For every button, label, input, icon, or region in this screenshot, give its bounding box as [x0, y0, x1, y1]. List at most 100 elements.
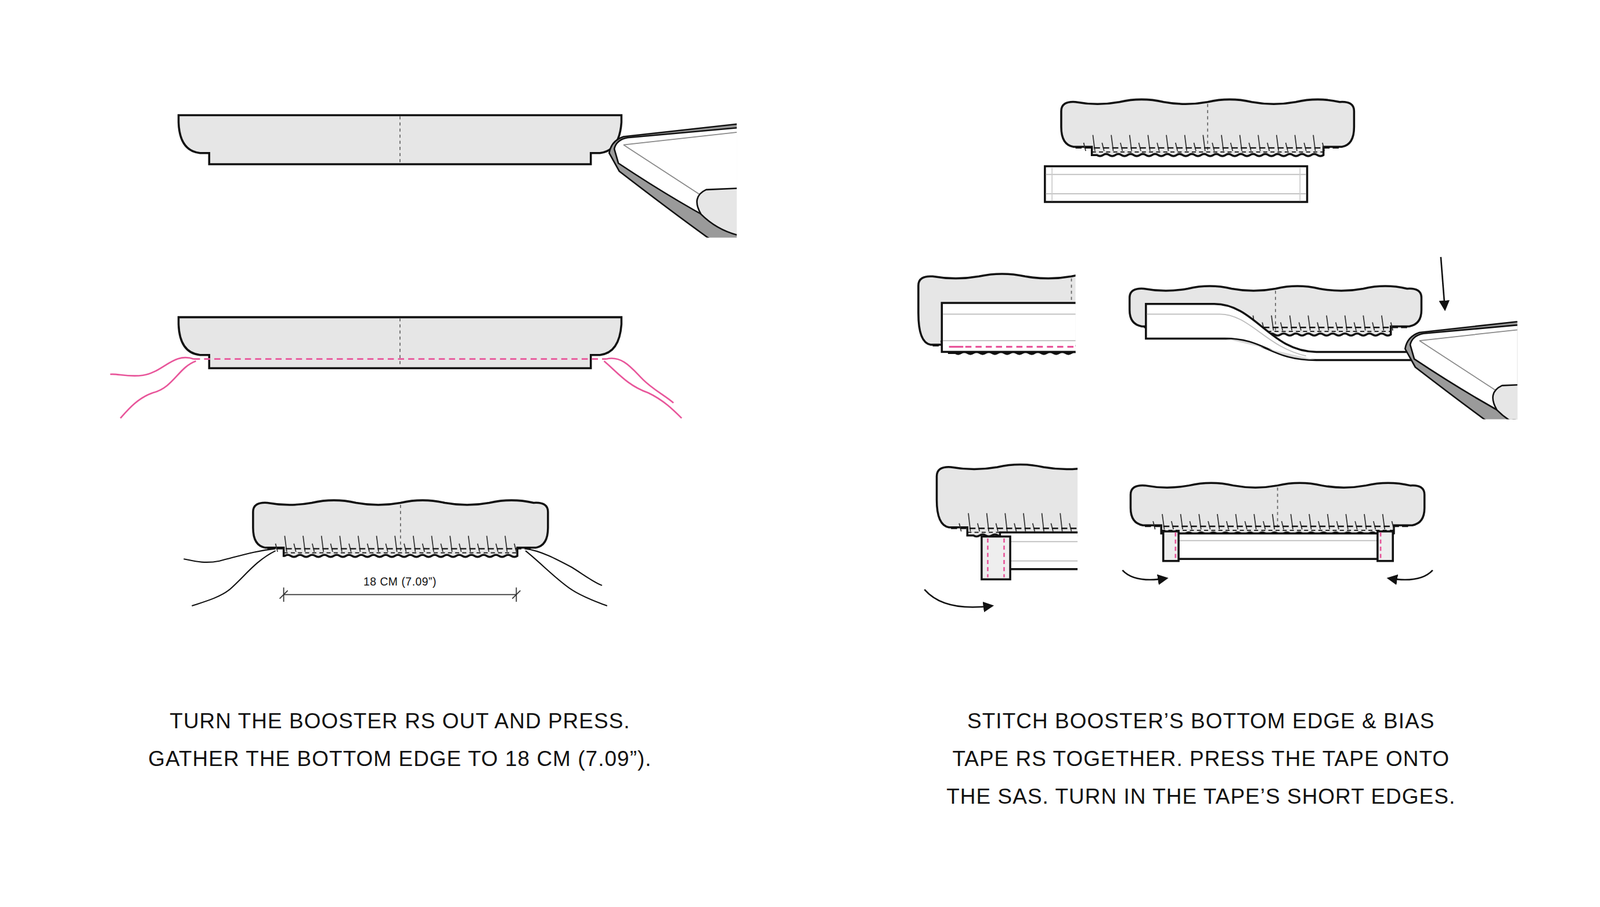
bias-tape — [1163, 531, 1393, 562]
gather-fold — [1217, 514, 1220, 530]
bias-tape — [1146, 304, 1414, 361]
gather-fold — [1318, 521, 1321, 530]
gather-fold — [1152, 521, 1156, 530]
gather-fold — [1309, 514, 1312, 530]
gather-fold — [1244, 521, 1248, 530]
gather-fold — [477, 543, 481, 553]
gather-fold — [1364, 514, 1367, 530]
gather-fold — [1299, 521, 1303, 530]
center-line — [1206, 103, 1209, 151]
gather-fold — [495, 543, 499, 553]
instruction-caption: TURN THE BOOSTER RS OUT AND PRESS. GATHE… — [73, 701, 727, 778]
gather-fold — [1391, 322, 1394, 331]
gather-fold — [1290, 514, 1293, 530]
gather-fold — [312, 543, 315, 553]
dimension-label: 18 CM (7.09”) — [361, 575, 439, 589]
gather-fold — [1069, 523, 1072, 532]
gather-fold — [1198, 514, 1202, 530]
gather-fold — [1298, 322, 1302, 331]
gather-fold — [1263, 521, 1266, 530]
center-line — [400, 505, 402, 553]
gather-fold — [1337, 521, 1340, 530]
gather-fold — [1208, 521, 1211, 530]
gathered-fabric — [937, 465, 1079, 538]
gather-fold — [1285, 142, 1289, 151]
gather-fold — [1373, 521, 1376, 530]
gathered-booster — [253, 500, 549, 558]
iron — [608, 122, 737, 239]
stitch-line — [1144, 525, 1411, 528]
stitch-line — [1075, 147, 1340, 149]
gather-fold — [1271, 315, 1274, 331]
gather-fold — [1326, 315, 1329, 331]
stitch-line — [283, 552, 518, 554]
stitch-line — [267, 548, 535, 550]
gather-fold — [1355, 521, 1358, 530]
gather-fold — [1120, 142, 1123, 151]
gather-fold — [1083, 142, 1087, 151]
gather-fold — [1317, 322, 1320, 331]
center-line — [1274, 290, 1277, 331]
gather-fold — [1248, 142, 1252, 151]
stitch-line — [1161, 530, 1394, 532]
arrow — [1440, 257, 1445, 310]
gather-fold — [293, 543, 297, 553]
gather-fold — [1253, 514, 1257, 530]
gather-fold — [1193, 142, 1196, 151]
iron-symbol — [1404, 318, 1517, 420]
gathered-fabric — [253, 500, 549, 558]
gather-fold — [1353, 322, 1357, 331]
gather-fold — [330, 543, 333, 553]
gather-fold — [995, 523, 998, 532]
gather-fold — [459, 543, 462, 553]
drawing-part — [1404, 318, 1517, 420]
gather-fold — [1050, 523, 1054, 532]
gathered-booster — [1130, 483, 1425, 535]
gather-fold — [1032, 523, 1036, 532]
detail-view — [918, 274, 1076, 355]
drawing-part — [608, 122, 737, 239]
gather-fold — [348, 543, 352, 553]
instruction-caption: STITCH BOOSTER’S BOTTOM EDGE & BIAS TAPE… — [894, 701, 1508, 816]
bias-tape — [1044, 166, 1308, 203]
gather-fold — [1267, 142, 1270, 151]
gather-fold — [1391, 521, 1394, 530]
gather-fold — [1235, 514, 1239, 530]
gather-fold — [367, 543, 370, 553]
thread — [110, 357, 682, 419]
arrow — [1122, 570, 1167, 581]
gather-fold — [1139, 142, 1142, 151]
gather-fold — [1372, 322, 1375, 331]
gather-fold — [1307, 315, 1311, 331]
gather-fold — [1345, 315, 1348, 331]
gathered-fabric — [1061, 99, 1354, 157]
stitch-line — [1092, 151, 1324, 153]
gather-fold — [977, 523, 980, 532]
gather-fold — [385, 543, 388, 553]
gather-fold — [1226, 521, 1230, 530]
iron-symbol — [608, 122, 737, 239]
gather-fold — [1322, 142, 1325, 151]
gather-fold — [514, 543, 517, 553]
gathered-booster — [1061, 99, 1354, 157]
center-line — [1277, 487, 1279, 530]
gather-fold — [1382, 514, 1386, 530]
gather-fold — [959, 523, 962, 532]
gather-fold — [1280, 322, 1284, 331]
gather-fold — [1014, 523, 1017, 532]
detail-view — [937, 465, 1079, 580]
gather-fold — [404, 543, 407, 553]
dimension-line — [279, 587, 521, 603]
gather-fold — [1345, 514, 1349, 530]
gather-fold — [1272, 514, 1275, 530]
gather-fold — [1281, 521, 1285, 530]
drawing-part — [1492, 383, 1517, 420]
gather-fold — [1289, 315, 1293, 331]
gather-fold — [422, 543, 425, 553]
gather-fold — [1175, 142, 1178, 151]
booster-strip — [178, 115, 622, 165]
gathered-fabric — [918, 274, 1076, 355]
drawing-part — [1410, 322, 1518, 420]
gather-fold — [1157, 142, 1160, 151]
